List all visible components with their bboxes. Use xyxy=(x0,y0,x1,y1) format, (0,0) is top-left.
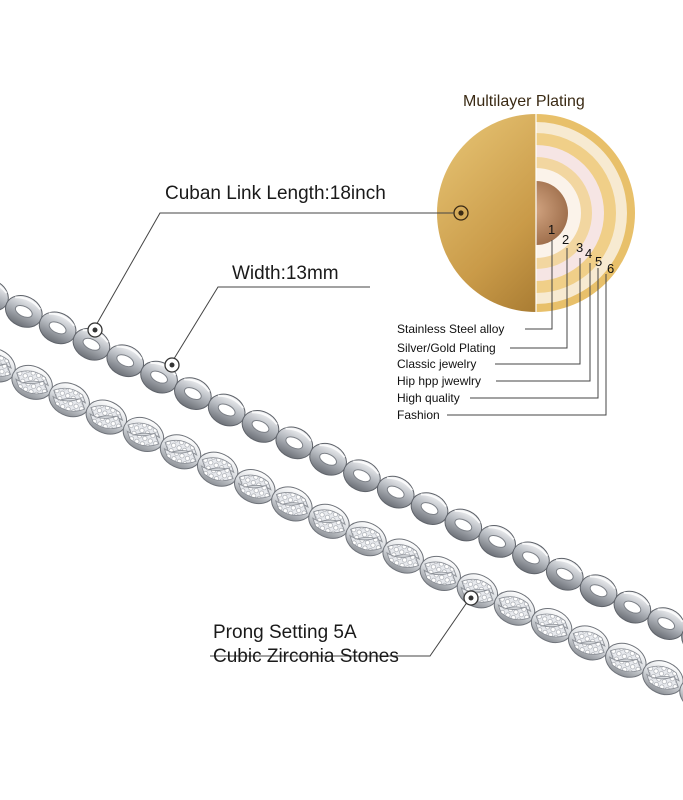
width-label: Width:13mm xyxy=(232,263,339,284)
layer-number-3: 3 xyxy=(576,240,584,255)
steel-link xyxy=(106,344,145,378)
iced-link xyxy=(419,555,461,591)
leader-lines xyxy=(94,212,607,657)
layer-number-2: 2 xyxy=(562,232,570,247)
width-chain-marker-icon xyxy=(164,357,180,373)
layer-name-6: Fashion xyxy=(397,408,440,422)
length-label: Cuban Link Length:18inch xyxy=(165,183,386,204)
iced-link xyxy=(679,677,683,713)
layer-name-5: High quality xyxy=(397,391,460,405)
plating-sphere xyxy=(437,114,635,312)
steel-link xyxy=(5,295,43,328)
layer-number-6: 6 xyxy=(607,261,615,276)
layer-number-4: 4 xyxy=(585,246,593,261)
steel-link xyxy=(38,311,77,345)
steel-link xyxy=(444,508,483,542)
steel-link xyxy=(343,459,381,493)
length-chain-marker-icon xyxy=(87,322,103,338)
iced-link xyxy=(48,382,90,418)
steel-link xyxy=(647,607,683,640)
steel-link xyxy=(275,426,314,460)
prong-setting-label: Prong Setting 5A xyxy=(213,622,357,643)
iced-link xyxy=(271,486,313,522)
iced-link xyxy=(85,399,128,435)
plating-title: Multilayer Plating xyxy=(463,93,585,110)
iced-link xyxy=(196,451,239,487)
iced-link xyxy=(159,434,202,470)
iced-link xyxy=(530,608,573,644)
iced-link xyxy=(234,469,276,505)
steel-link xyxy=(207,393,246,427)
steel-link xyxy=(579,574,618,608)
stones-chain-marker-icon xyxy=(463,590,479,606)
zirconia-stones-label: Cubic Zirconia Stones xyxy=(213,646,399,667)
layer-name-2: Silver/Gold Plating xyxy=(397,341,496,355)
iced-link xyxy=(11,364,53,400)
iced-link xyxy=(642,660,683,696)
steel-cuban-chain xyxy=(0,278,683,657)
layer-name-3: Classic jewelry xyxy=(397,357,477,371)
steel-link xyxy=(376,475,415,509)
steel-link xyxy=(241,410,280,443)
iced-link xyxy=(493,590,536,626)
iced-link xyxy=(567,625,610,661)
steel-link xyxy=(410,492,449,525)
layer-number-1: 1 xyxy=(548,222,556,237)
iced-link xyxy=(122,416,165,452)
layer-name-4: Hip hpp jwewlry xyxy=(397,374,482,388)
iced-link xyxy=(605,642,647,678)
layer-number-5: 5 xyxy=(595,254,603,269)
layer-name-1: Stainless Steel alloy xyxy=(397,322,505,336)
steel-link xyxy=(545,557,584,591)
steel-link xyxy=(309,442,347,476)
steel-link xyxy=(613,590,652,624)
steel-link xyxy=(478,525,516,558)
iced-cuban-chain xyxy=(0,347,683,713)
steel-link xyxy=(512,541,550,575)
iced-link xyxy=(308,503,350,539)
